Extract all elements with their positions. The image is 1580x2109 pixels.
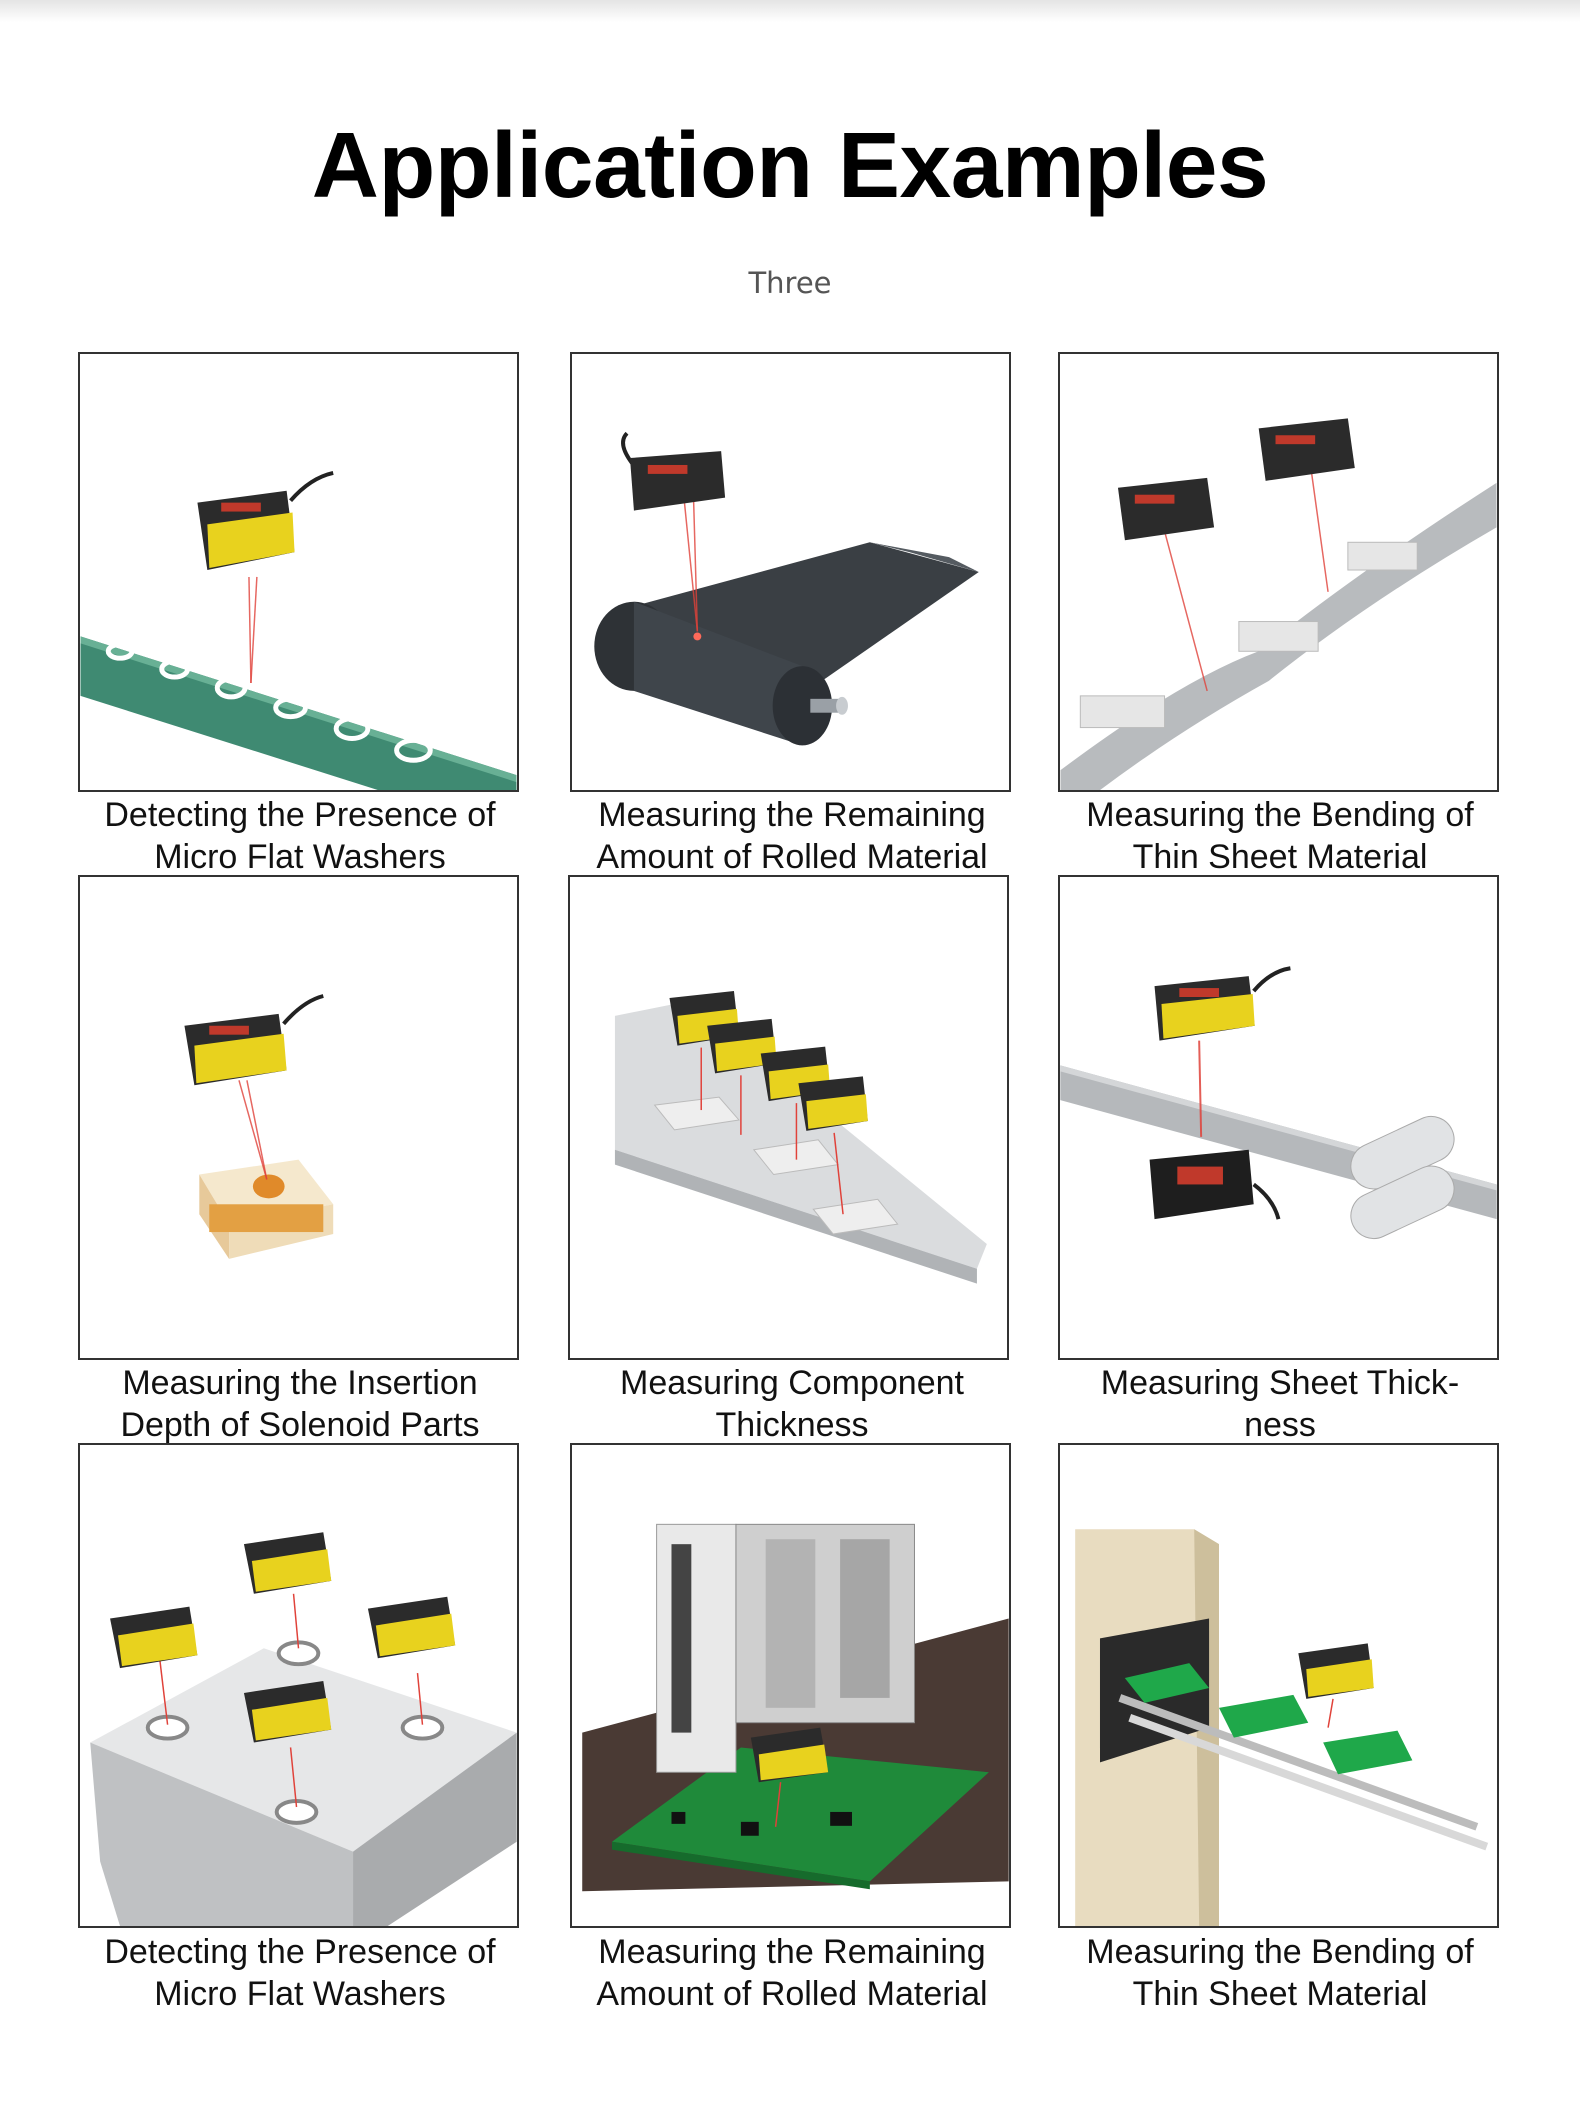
caption-line-1: Measuring the Bending of [1086,1933,1474,1971]
caption-line-2: Thickness [715,1406,869,1444]
top-shadow [0,0,1580,22]
example-caption: Measuring Component Thickness [552,1362,1032,1446]
caption-line-2: ness [1244,1406,1316,1444]
example-caption: Measuring the Bending of Thin Sheet Mate… [1040,794,1520,878]
caption-line-1: Measuring Component [620,1364,964,1402]
example-caption: Measuring the Remaining Amount of Rolled… [552,794,1032,878]
example-caption: Detecting the Presence of Micro Flat Was… [60,1931,540,2015]
caption-line-2: Micro Flat Washers [154,1975,446,2013]
example-image-pcb-conveyor [1058,1443,1499,1928]
caption-line-1: Detecting the Presence of [104,1933,496,1971]
example-image-washer-detection-mold [78,1443,519,1928]
example-caption: Measuring the Remaining Amount of Rolled… [552,1931,1032,2015]
caption-line-2: Amount of Rolled Material [596,838,988,876]
example-image-solenoid-insertion [78,875,519,1360]
caption-line-1: Measuring the Remaining [598,1933,986,1971]
page-title: Application Examples [311,113,1269,217]
example-image-washer-detection [78,352,519,792]
caption-line-1: Measuring the Remaining [598,796,986,834]
caption-line-2: Amount of Rolled Material [596,1975,988,2013]
caption-line-1: Measuring the Bending of [1086,796,1474,834]
example-caption: Measuring the Bending of Thin Sheet Mate… [1040,1931,1520,2015]
example-caption: Detecting the Presence of Micro Flat Was… [60,794,540,878]
caption-line-2: Micro Flat Washers [154,838,446,876]
page-subtitle: Three [748,266,832,300]
caption-line-2: Thin Sheet Material [1132,838,1428,876]
example-image-sheet-bending [1058,352,1499,792]
caption-line-2: Thin Sheet Material [1132,1975,1428,2013]
example-caption: Measuring Sheet Thick- ness [1040,1362,1520,1446]
example-caption: Measuring the Insertion Depth of Solenoi… [60,1362,540,1446]
example-image-component-thickness [568,875,1009,1360]
example-image-rolled-material [570,352,1011,792]
example-image-pcb-machine [570,1443,1011,1928]
caption-line-1: Measuring Sheet Thick- [1100,1364,1460,1402]
caption-line-1: Measuring the Insertion [122,1364,478,1402]
example-image-sheet-thickness [1058,875,1499,1360]
caption-line-1: Detecting the Presence of [104,796,496,834]
caption-line-2: Depth of Solenoid Parts [120,1406,480,1444]
